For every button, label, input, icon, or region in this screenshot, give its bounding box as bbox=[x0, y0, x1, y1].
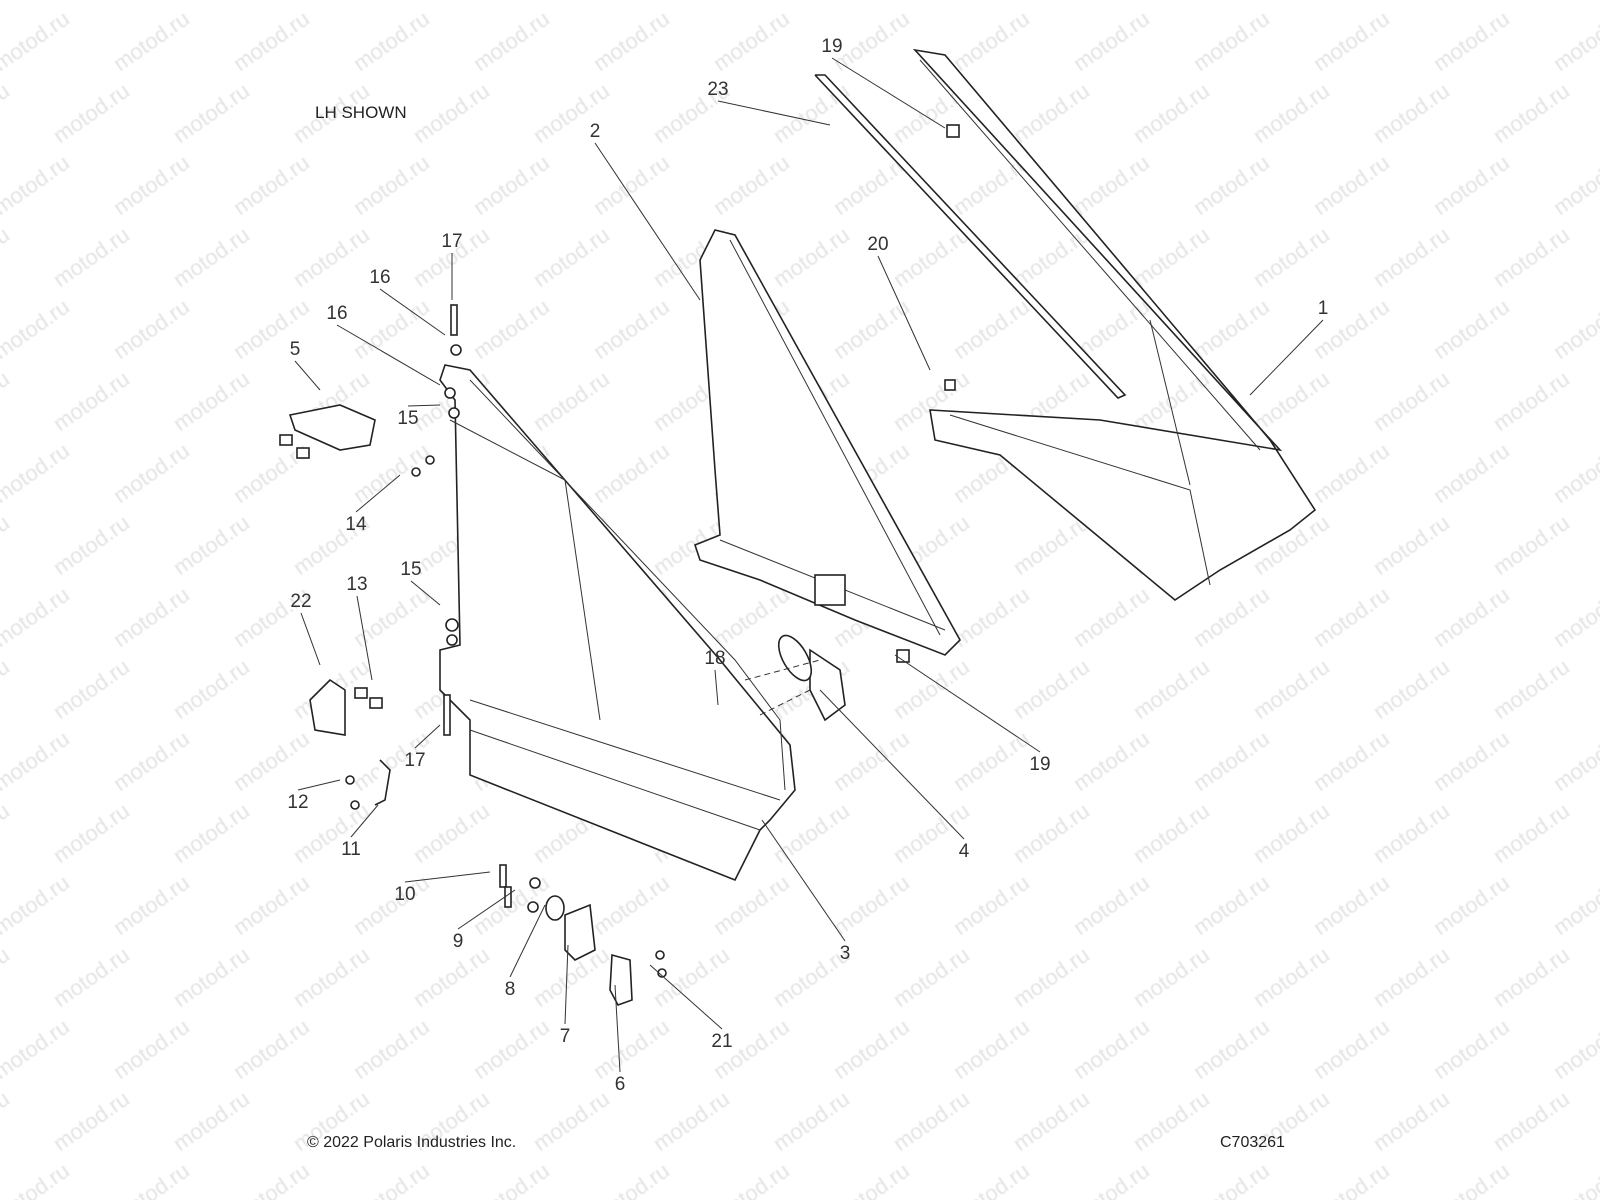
part-11-clip bbox=[374, 759, 391, 806]
leader-line bbox=[717, 100, 831, 126]
callout-15: 15 bbox=[397, 408, 418, 429]
leader-line bbox=[355, 474, 401, 513]
callout-20: 20 bbox=[867, 234, 888, 255]
leader-line bbox=[761, 819, 846, 942]
callout-3: 3 bbox=[840, 943, 851, 964]
leader-line bbox=[594, 142, 701, 301]
leader-line bbox=[714, 669, 719, 706]
leader-line bbox=[356, 595, 373, 681]
callout-22: 22 bbox=[290, 591, 311, 612]
view-note: LH SHOWN bbox=[315, 103, 407, 122]
leader-line bbox=[1249, 319, 1324, 396]
callout-19: 19 bbox=[1029, 754, 1050, 775]
part-1-outer-panel bbox=[912, 48, 1317, 601]
callout-9: 9 bbox=[453, 931, 464, 952]
callout-8: 8 bbox=[505, 979, 516, 1000]
leader-line bbox=[614, 984, 621, 1073]
callout-1: 1 bbox=[1318, 298, 1329, 319]
callout-12: 12 bbox=[287, 792, 308, 813]
callout-23: 23 bbox=[707, 79, 728, 100]
leader-line bbox=[894, 654, 1041, 753]
leader-line bbox=[410, 580, 441, 606]
callout-21: 21 bbox=[711, 1031, 732, 1052]
leader-line bbox=[407, 404, 441, 407]
leader-line bbox=[379, 288, 446, 336]
leader-line bbox=[649, 964, 723, 1030]
leader-line bbox=[877, 255, 931, 371]
callout-18: 18 bbox=[704, 648, 725, 669]
callout-17: 17 bbox=[441, 231, 462, 252]
callout-6: 6 bbox=[615, 1074, 626, 1095]
leader-line bbox=[350, 804, 379, 838]
callout-7: 7 bbox=[560, 1026, 571, 1047]
leader-line bbox=[336, 324, 441, 386]
leader-line bbox=[300, 612, 321, 666]
callout-14: 14 bbox=[345, 514, 367, 535]
part-2-inner-panel bbox=[694, 229, 961, 656]
callout-13: 13 bbox=[346, 574, 367, 595]
callout-5: 5 bbox=[290, 339, 301, 360]
callout-16: 16 bbox=[326, 303, 347, 324]
leader-line bbox=[404, 871, 491, 883]
leader-line bbox=[457, 889, 516, 930]
callout-17: 17 bbox=[404, 750, 425, 771]
part-6-striker bbox=[609, 953, 633, 1006]
leader-line bbox=[509, 904, 546, 978]
part-5-bracket bbox=[279, 404, 376, 459]
leader-line bbox=[414, 724, 441, 749]
callout-4: 4 bbox=[959, 841, 970, 862]
fasteners bbox=[345, 124, 960, 978]
leader-line bbox=[831, 57, 946, 129]
callout-11: 11 bbox=[341, 839, 361, 860]
part-3-door-frame bbox=[439, 364, 796, 882]
part-4-hinge bbox=[744, 634, 846, 722]
leader-line bbox=[819, 689, 965, 840]
copyright: © 2022 Polaris Industries Inc. bbox=[307, 1134, 517, 1151]
callout-15: 15 bbox=[400, 559, 421, 580]
drawing-id: C703261 bbox=[1220, 1134, 1285, 1151]
leader-line bbox=[294, 360, 321, 391]
callout-group: 1923217161651514201221315181712111943109… bbox=[287, 36, 1328, 1095]
callout-2: 2 bbox=[590, 121, 601, 142]
part-7-latch bbox=[564, 903, 596, 961]
callout-16: 16 bbox=[369, 267, 390, 288]
part-8-washer bbox=[545, 895, 565, 921]
part-22-bracket bbox=[309, 678, 383, 736]
callout-19: 19 bbox=[821, 36, 842, 57]
leader-line bbox=[297, 779, 341, 791]
callout-10: 10 bbox=[394, 884, 415, 905]
leader-line bbox=[564, 944, 569, 1025]
part-23-seal-strip bbox=[814, 74, 1127, 399]
